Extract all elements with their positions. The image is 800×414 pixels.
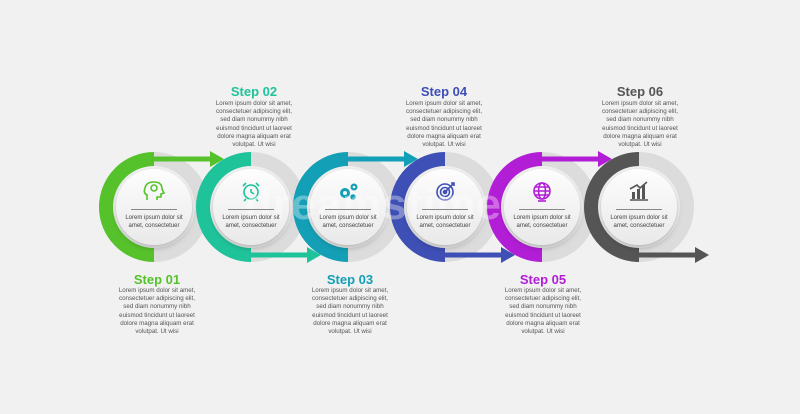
step-06-divider (616, 209, 662, 210)
step-01-description: Lorem ipsum dolor sit amet, consectetuer… (118, 287, 196, 336)
step-03-divider (325, 209, 371, 210)
step-1-ring-arc (99, 152, 155, 262)
step-5-ring-arc (487, 152, 543, 262)
step-1-inner-circle (116, 169, 192, 245)
step-05-description: Lorem ipsum dolor sit amet, consectetuer… (504, 287, 582, 336)
step-6-inner-circle (601, 169, 677, 245)
step-3-inner-circle (310, 169, 386, 245)
step-03-circle-text: Lorem ipsum dolor sit amet, consectetuer (319, 215, 377, 229)
step-5-inner-circle (504, 169, 580, 245)
gears-icon (340, 183, 358, 200)
step-02-title: Step 02 (230, 84, 278, 99)
step-06-title: Step 06 (616, 84, 664, 99)
target-icon (436, 182, 455, 201)
step-06-description: Lorem ipsum dolor sit amet, consectetuer… (601, 100, 679, 149)
step-02-circle-text: Lorem ipsum dolor sit amet, consectetuer (222, 215, 280, 229)
step-3-arrow-head (404, 151, 418, 167)
step-6-arrow-head (695, 247, 709, 263)
step-04-divider (422, 209, 468, 210)
step-04-title: Step 04 (420, 84, 468, 99)
step-03-title: Step 03 (326, 272, 374, 287)
globe-icon (533, 182, 551, 202)
step-6-ring-arc (584, 152, 640, 262)
step-02-divider (228, 209, 274, 210)
bar-chart-icon (629, 181, 648, 201)
watermark: dreamstime (245, 180, 503, 229)
step-01-divider (131, 209, 177, 210)
step-1-arrow-head (210, 151, 224, 167)
step-02-description: Lorem ipsum dolor sit amet, consectetuer… (215, 100, 293, 149)
step-2-arrow-head (307, 247, 321, 263)
step-4-ring-arc (390, 152, 446, 262)
step-05-circle-text: Lorem ipsum dolor sit amet, consectetuer (513, 215, 571, 229)
step-2-inner-circle (213, 169, 289, 245)
step-2-ring-arc (196, 152, 252, 262)
step-4-arrow-head (501, 247, 515, 263)
step-4-inner-circle (407, 169, 483, 245)
step-06-circle-text: Lorem ipsum dolor sit amet, consectetuer (610, 215, 668, 229)
head-brain-icon (143, 181, 166, 200)
step-03-description: Lorem ipsum dolor sit amet, consectetuer… (311, 287, 389, 336)
step-5-arrow-head (598, 151, 612, 167)
step-05-title: Step 05 (519, 272, 567, 287)
step-04-circle-text: Lorem ipsum dolor sit amet, consectetuer (416, 215, 474, 229)
step-3-ring-arc (293, 152, 349, 262)
alarm-clock-icon (242, 182, 260, 202)
step-01-title: Step 01 (133, 272, 181, 287)
step-04-description: Lorem ipsum dolor sit amet, consectetuer… (405, 100, 483, 149)
step-01-circle-text: Lorem ipsum dolor sit amet, consectetuer (125, 215, 183, 229)
step-05-divider (519, 209, 565, 210)
